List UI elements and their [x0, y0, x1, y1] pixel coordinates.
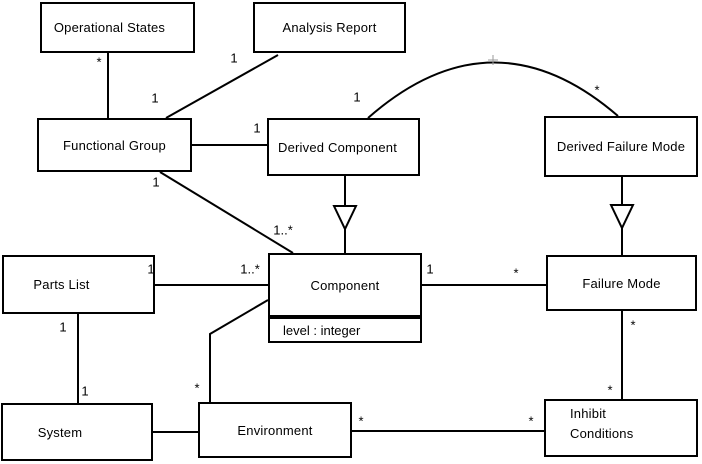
multiplicity-label: 1: [253, 120, 261, 136]
multiplicity-label: *: [194, 380, 200, 396]
multiplicity-label: 1: [59, 319, 67, 335]
multiplicity-label: 1: [353, 89, 361, 105]
association-functional-group-component: [159, 171, 294, 254]
class-box-failure-mode: Failure Mode: [546, 255, 697, 311]
class-name-functional-group: Functional Group: [63, 137, 166, 153]
multiplicity-label: 1: [426, 261, 434, 277]
class-name-parts-list: Parts List: [33, 277, 90, 292]
generalization-derived-failure-mode-failure-mode: [609, 177, 635, 255]
arc-midpoint-handle: [488, 55, 498, 65]
generalization-arrowhead: [332, 205, 358, 232]
class-name-system: System: [37, 424, 83, 440]
class-box-analysis-report: Analysis Report: [253, 2, 406, 53]
class-box-functional-group: Functional Group: [37, 118, 192, 172]
multiplicity-label: 1..*: [240, 261, 260, 277]
multiplicity-label: *: [96, 54, 102, 70]
generalization-arrowhead: [609, 204, 635, 231]
association-analysis-report-functional-group: [165, 54, 279, 119]
generalization-derived-component-component: [332, 176, 358, 253]
class-name-derived-component: Derived Component: [277, 139, 398, 155]
multiplicity-label: 1: [152, 174, 160, 190]
class-box-system: System: [1, 403, 153, 461]
class-name-operational-states: Operational States: [53, 20, 166, 35]
multiplicity-label: *: [630, 317, 636, 333]
class-name-inhibit-conditions: Inhibit Conditions: [570, 406, 634, 441]
multiplicity-label: 1..*: [273, 222, 293, 238]
class-name-environment: Environment: [237, 422, 313, 438]
multiplicity-label: 1: [151, 90, 159, 106]
class-box-derived-component: Derived Component: [267, 118, 420, 176]
multiplicity-label: *: [513, 265, 519, 281]
class-box-component: Component level : integer: [268, 253, 422, 343]
multiplicity-label: 1: [147, 261, 155, 277]
multiplicity-label: *: [358, 413, 364, 429]
class-box-inhibit-conditions: Inhibit Conditions: [544, 399, 698, 457]
class-attribute-level: level : integer: [270, 317, 420, 341]
class-name-component: Component: [270, 255, 420, 317]
class-name-derived-failure-mode: Derived Failure Mode: [556, 139, 686, 154]
multiplicity-label: *: [607, 382, 613, 398]
class-box-environment: Environment: [198, 402, 352, 458]
multiplicity-label: 1: [81, 383, 89, 399]
multiplicity-label: 1: [230, 50, 238, 66]
multiplicity-label: *: [594, 82, 600, 98]
class-box-operational-states: Operational States: [40, 2, 195, 53]
association-derived-component-derived-failure-mode-arc: [367, 61, 619, 119]
association-component-environment: [209, 299, 269, 402]
class-name-analysis-report: Analysis Report: [282, 20, 377, 35]
class-box-parts-list: Parts List: [2, 255, 155, 314]
multiplicity-label: *: [528, 413, 534, 429]
class-name-failure-mode: Failure Mode: [582, 275, 661, 291]
class-box-derived-failure-mode: Derived Failure Mode: [544, 116, 698, 177]
